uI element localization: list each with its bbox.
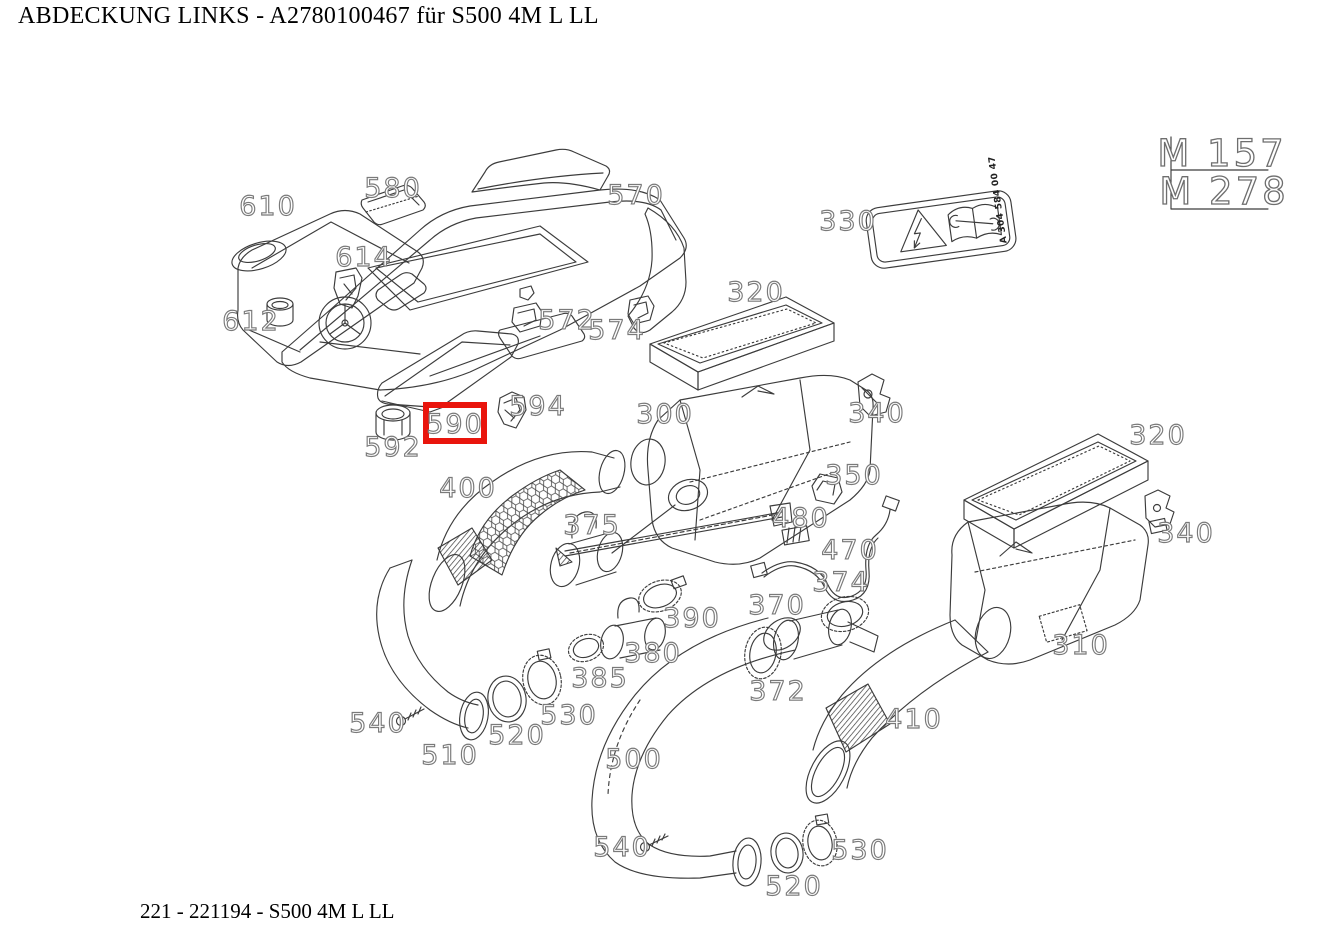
part-label-520-bottom: 520: [765, 871, 823, 902]
page-title: ABDECKUNG LINKS - A2780100467 für S500 4…: [18, 3, 599, 29]
part-540-screw-left: [395, 706, 425, 727]
part-340-sensor-right: [1144, 489, 1175, 535]
part-340-sensor-left: [857, 373, 891, 417]
part-label-540-left: 540: [349, 708, 407, 739]
part-500-intake-pipe: [591, 617, 801, 887]
part-label-500: 500: [605, 744, 663, 775]
part-580-pad: [360, 184, 426, 226]
part-610-engine-cover: [231, 209, 424, 367]
part-510-intake-elbow: [376, 559, 489, 741]
part-label-594: 594: [509, 391, 567, 422]
footer-caption: 221 - 221194 - S500 4M L LL: [140, 899, 395, 923]
part-label-400: 400: [439, 473, 497, 504]
part-support-rod: [555, 502, 793, 567]
part-label-410: 410: [885, 704, 943, 735]
part-label-370: 370: [748, 590, 806, 621]
part-label-610: 610: [239, 191, 297, 222]
part-label-592: 592: [364, 432, 422, 463]
part-330-warning-label: A 304 584 00 47: [865, 155, 1017, 269]
part-470-wiring-harness: [750, 495, 900, 603]
engine-code-table: M 157 M 278: [1157, 131, 1288, 213]
part-label-510: 510: [421, 740, 479, 771]
part-label-590: 590: [426, 409, 484, 440]
part-label-372: 372: [749, 676, 807, 707]
part-390-clamp: [638, 575, 687, 613]
part-520-seal-left: [487, 675, 527, 723]
part-300-air-cleaner-housing-left: [611, 374, 874, 565]
engine-code-m157: M 157: [1157, 132, 1286, 175]
part-label-612: 612: [222, 306, 280, 337]
part-label-340-left: 340: [848, 398, 906, 429]
part-530-clamp-bottom: [802, 813, 838, 867]
part-label-374: 374: [812, 567, 870, 598]
part-label-300: 300: [636, 399, 694, 430]
part-375-connector: [549, 511, 624, 588]
part-612-grommet: [266, 297, 294, 327]
part-label-530-bottom: 530: [831, 835, 889, 866]
part-label-380: 380: [624, 638, 682, 669]
part-572-clip: [511, 285, 543, 333]
part-label-470: 470: [821, 535, 879, 566]
part-400-intake-pipe: [428, 449, 626, 612]
manual-book-wrench-icon: [947, 203, 1002, 243]
part-370-connector: [772, 608, 879, 661]
engine-code-m278: M 278: [1159, 170, 1288, 213]
part-320-air-filter-right: [963, 433, 1149, 549]
part-label-530-left: 530: [540, 700, 598, 731]
part-410-intake-pipe: [805, 619, 989, 804]
part-594-clip: [497, 391, 527, 429]
part-label-572: 572: [538, 305, 596, 336]
part-label-310: 310: [1052, 630, 1110, 661]
sticker-part-number: A 304 584 00 47: [987, 155, 1009, 244]
part-label-350: 350: [825, 460, 883, 491]
part-label-614: 614: [335, 242, 393, 273]
part-310-air-cleaner-housing-right: [949, 501, 1149, 665]
part-520-seal-bottom: [770, 832, 804, 874]
part-label-570: 570: [607, 180, 665, 211]
part-590-cover-left: [376, 330, 519, 413]
part-574-clip: [627, 295, 655, 325]
part-label-330: 330: [819, 206, 877, 237]
part-530-clamp-left: [522, 648, 562, 706]
part-385-clamp: [567, 633, 605, 663]
part-label-520-left: 520: [488, 720, 546, 751]
part-label-390: 390: [663, 603, 721, 634]
part-label-320-right: 320: [1129, 420, 1187, 451]
part-label-480: 480: [772, 503, 830, 534]
part-480-sensor: [781, 525, 810, 546]
part-540-screw-bottom: [639, 833, 669, 853]
part-label-574: 574: [588, 315, 646, 346]
part-374-clamp: [820, 595, 870, 633]
part-372-clamp: [744, 626, 782, 680]
part-380-connector: [600, 597, 666, 660]
high-voltage-triangle-icon: [900, 209, 947, 253]
part-350-clip: [811, 473, 843, 505]
part-320-air-filter-left: [649, 296, 835, 391]
part-label-540-bottom: 540: [593, 832, 651, 863]
part-label-320-left: 320: [727, 277, 785, 308]
part-592-grommet: [375, 404, 411, 441]
highlight-box-590: [423, 402, 487, 444]
part-label-340-right: 340: [1157, 518, 1215, 549]
part-label-580: 580: [364, 173, 422, 204]
part-570-engine-cover: [281, 148, 687, 391]
part-label-375: 375: [563, 510, 621, 541]
part-label-385: 385: [571, 663, 629, 694]
